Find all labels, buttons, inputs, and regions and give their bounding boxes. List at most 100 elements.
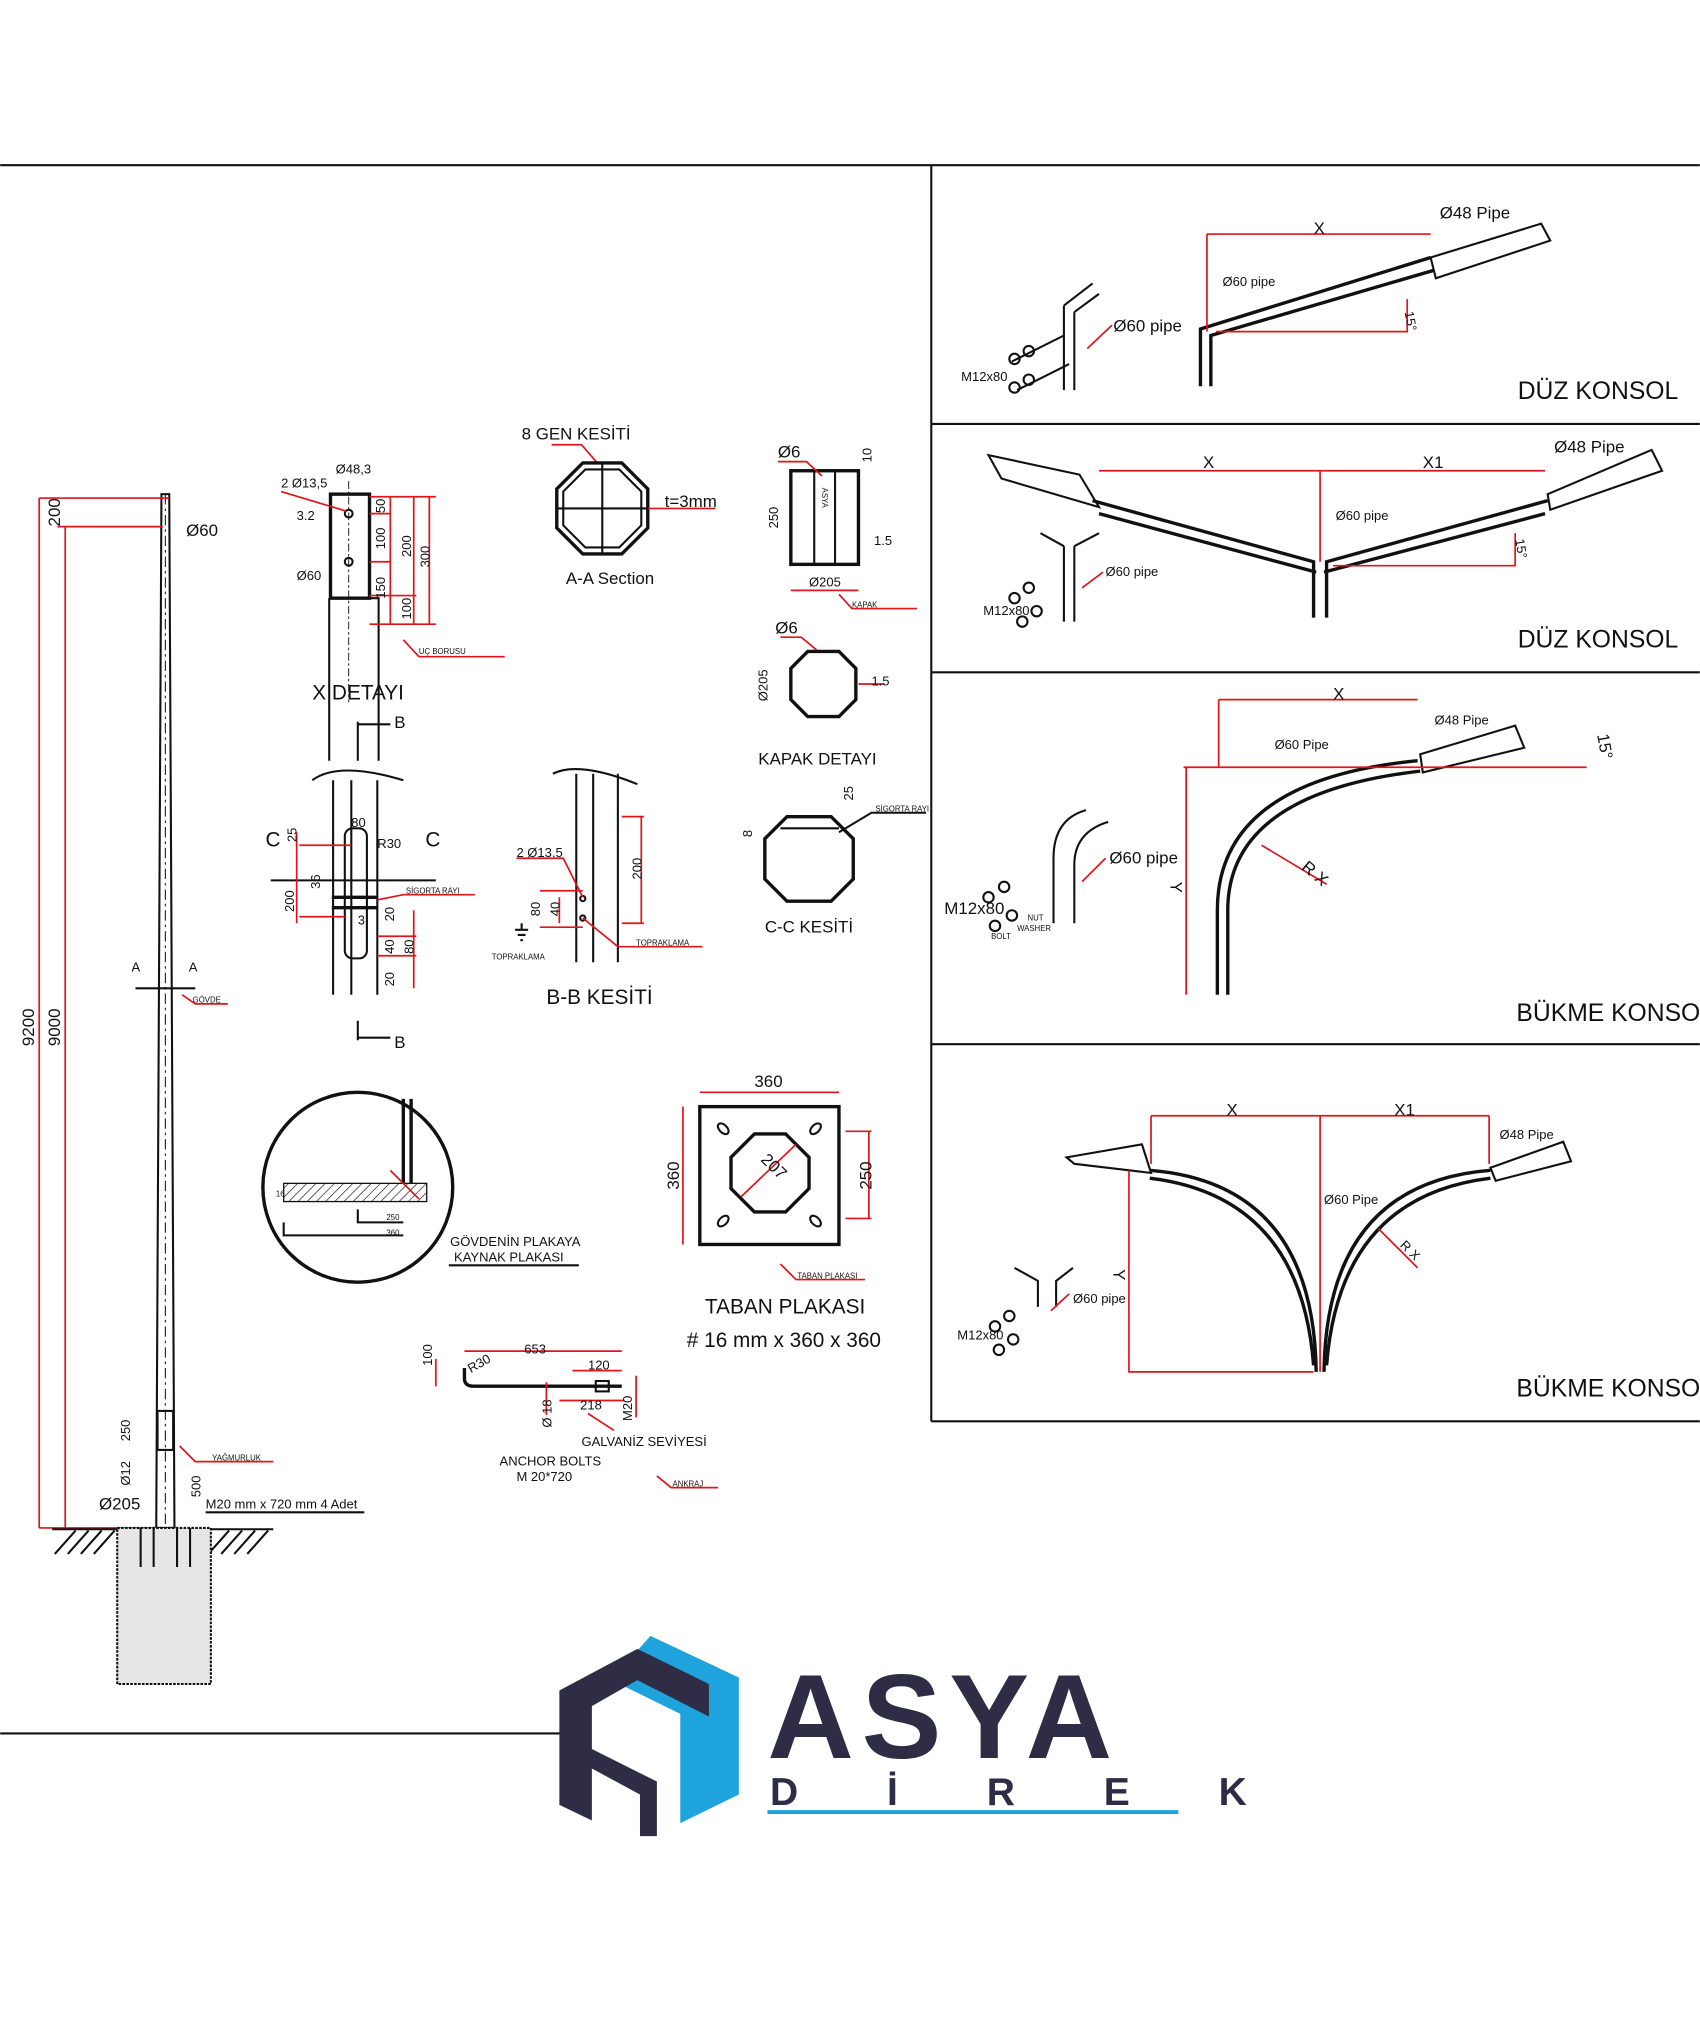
dim-d12: Ø12 [118,1461,133,1486]
logo-subtitle: D İ R E K [770,1771,1286,1814]
c1-pipe48: Ø48 Pipe [1440,203,1510,222]
cc-d25: 25 [841,786,856,800]
weld-caption-2: KAYNAK PLAKASI [454,1249,564,1264]
ankraj-label: ANKRAJ [672,1479,703,1488]
kapak-label: KAPAK [852,600,878,609]
dim-300: 300 [417,546,432,568]
weld-d16: 16 [276,1189,285,1198]
thickness-label: t=3mm [665,492,717,511]
dim-250: 250 [118,1420,133,1442]
door-d80b: 80 [402,939,417,953]
c4-pipe48: Ø48 Pipe [1500,1127,1554,1142]
foundation-bolts-label: M20 mm x 720 mm 4 Adet [206,1496,358,1511]
topraklama-right: TOPRAKLAMA [636,938,690,947]
c1-title: DÜZ KONSOL [1518,378,1679,405]
yagmurluk-label: YAĞMURLUK [212,1453,262,1462]
door-r30: R30 [377,836,401,851]
ground-symbol-icon [515,923,529,942]
c2-pipe48: Ø48 Pipe [1554,438,1624,457]
c3-rx: R X [1298,857,1332,890]
console-straight-single: Ø60 pipe M12x80 X Ø48 Pipe Ø60 pipe 15° … [961,203,1678,405]
kapak-d205: Ø205 [809,574,841,589]
kapak-d10: 10 [859,448,874,462]
dim-50: 50 [373,499,388,513]
door-sigorta-label: SİGORTA RAYI [406,886,460,895]
c4-x1: X1 [1394,1101,1415,1120]
top-diameter: Ø60 [186,521,218,540]
c2-x: X [1203,453,1214,472]
c4-bolt: M12x80 [957,1327,1003,1342]
kapak-detail-title: KAPAK DETAYI [758,750,876,769]
c4-title: BÜKME KONSOL [1516,1376,1700,1403]
c3-y: Y [1167,882,1186,893]
kapak-d6: Ø6 [778,443,801,462]
kapak-brand: ASYA [820,488,829,509]
plate-h360: 360 [664,1161,683,1189]
kapak-detail: Ø6 Ø205 1.5 KAPAK DETAYI [755,618,889,768]
weld-detail: 250 360 16 GÖVDENİN PLAKAYA KAYNAK PLAKA… [261,1090,581,1284]
anchor-m20: M20 [620,1396,635,1421]
cc-d8: 8 [740,830,755,837]
anchor-d120: 120 [588,1357,610,1372]
c2-bolt: M12x80 [983,603,1029,618]
c1-angle: 15° [1402,310,1420,332]
anchor-r30: R30 [465,1351,493,1376]
c4-y: Y [1109,1269,1128,1280]
c3-pipe48: Ø48 Pipe [1435,712,1489,727]
c-marker-left: C [265,829,280,852]
c3-bolt: M12x80 [944,899,1004,918]
kapak-detail-d205: Ø205 [755,669,770,701]
anchor-d653: 653 [524,1342,546,1357]
logo-name: ASYA [767,1651,1120,1784]
kapak-d1-5: 1.5 [874,533,892,548]
anchor-title: ANCHOR BOLTS [500,1454,602,1469]
c3-washer-label: WASHER [1017,924,1051,933]
kapak-detail-d6: Ø6 [775,618,798,637]
logo-mark-icon [559,1635,739,1837]
c-marker-right: C [425,829,440,852]
c3-bolt-pipe: Ø60 pipe [1109,848,1178,867]
frame-lines [0,164,1700,1735]
plate-d250: 250 [856,1161,875,1189]
c3-pipe60: Ø60 Pipe [1275,737,1329,752]
dim-100: 100 [373,528,388,550]
x-detail: Ø48,3 2 Ø13,5 3.2 Ø60 50 100 150 100 200… [280,461,505,761]
c2-pipe60: Ø60 pipe [1336,508,1389,523]
door-d40: 40 [382,939,397,953]
c1-bolt-pipe: Ø60 pipe [1113,317,1182,336]
aa-section-caption: A-A Section [566,569,654,588]
dim-100b: 100 [399,598,414,620]
b-marker-top: B [394,713,405,732]
c2-bolt-pipe: Ø60 pipe [1106,564,1159,579]
anchor-d218: 218 [580,1398,602,1413]
kapak-detail-d1-5: 1.5 [871,673,889,688]
b-marker-bottom: B [394,1033,405,1052]
bb-title: B-B KESİTİ [546,986,652,1009]
octagon-section: 8 GEN KESİTİ t=3mm A-A Section [522,425,717,588]
c4-pipe60: Ø60 Pipe [1324,1192,1378,1207]
c4-rx: R X [1397,1237,1423,1263]
cc-title: C-C KESİTİ [765,917,853,936]
dim-3-2: 3.2 [297,508,315,523]
console-straight-double: Ø60 pipe M12x80 X X1 Ø48 Pipe Ø60 pipe 1… [983,438,1678,654]
door-d200: 200 [282,890,297,912]
weld-d360: 360 [386,1228,400,1237]
door-d36: 36 [308,874,323,888]
c4-bolt-pipe: Ø60 pipe [1073,1291,1126,1306]
cc-sigorta-label: SİGORTA RAYI [875,804,929,813]
dim-500: 500 [188,1475,203,1497]
galvaniz-label: GALVANİZ SEVİYESİ [581,1434,706,1449]
c3-title: BÜKME KONSOL [1516,1000,1700,1027]
anchor-d18: Ø 18 [540,1399,555,1427]
c3-x: X [1333,685,1344,704]
uc-borusu-label: UÇ BORUSU [419,647,466,656]
door-view: B B C C 80 R30 25 36 200 SİGORTA RAYI 20… [265,713,475,1052]
section-a-left: A [132,959,141,974]
anchor-bolt: 100 R30 653 120 Ø 18 218 M20 GALVANİZ SE… [420,1342,719,1489]
dim-200: 200 [45,498,64,526]
octagon-title: 8 GEN KESİTİ [522,425,631,444]
section-a-right: A [189,959,198,974]
weld-caption-1: GÖVDENİN PLAKAYA [450,1234,581,1249]
dim-9200: 9200 [19,1009,38,1047]
